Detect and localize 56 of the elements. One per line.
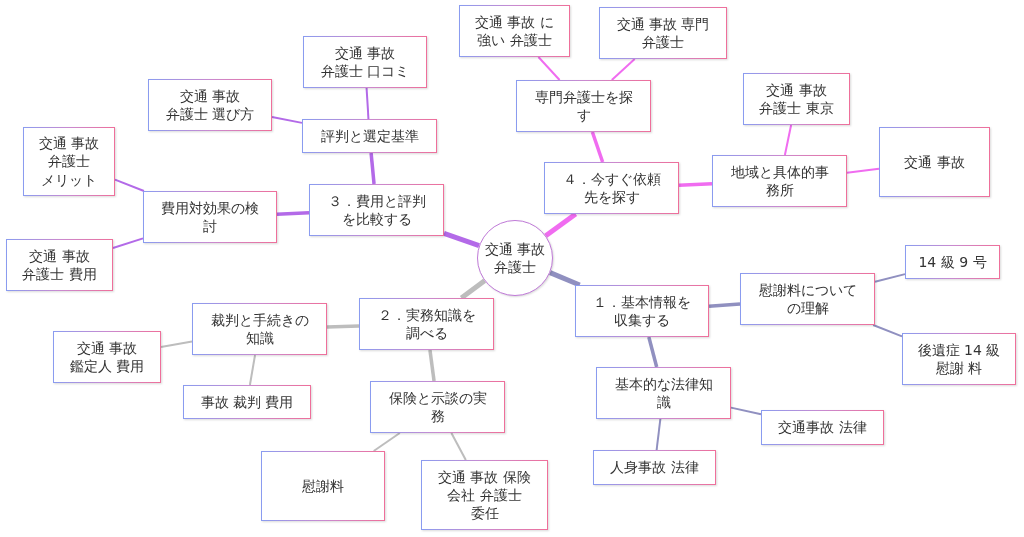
topic-box: 慰謝料についての理解 <box>740 273 875 325</box>
connector-line <box>647 336 659 368</box>
connector-line <box>114 178 145 192</box>
topic-box: 人身事故 法律 <box>593 450 716 485</box>
central-topic-circle: 交通 事故弁護士 <box>477 220 553 296</box>
topic-box: 慰謝料 <box>261 451 385 521</box>
connector-line <box>730 406 762 416</box>
connector-line <box>459 278 487 300</box>
topic-box: ４．今すぐ依頼先を探す <box>544 162 679 214</box>
connector-line <box>372 432 401 452</box>
connector-line <box>428 349 436 382</box>
connector-line <box>708 302 741 308</box>
topic-box: 交通 事故 保険会社 弁護士委任 <box>421 460 548 530</box>
topic-box: ３．費用と評判を比較する <box>309 184 444 236</box>
connector-line <box>326 324 360 329</box>
topic-box: 基本的な法律知識 <box>596 367 731 419</box>
connector-line <box>160 340 193 349</box>
topic-box: 交通 事故弁護士 口コミ <box>303 36 427 88</box>
connector-line <box>112 237 144 249</box>
connector-line <box>783 124 793 156</box>
connector-line <box>872 324 903 338</box>
connector-line <box>655 418 662 451</box>
topic-box: 地域と具体的事務所 <box>712 155 847 207</box>
connector-line <box>610 58 636 81</box>
topic-box: 事故 裁判 費用 <box>183 385 311 419</box>
connector-line <box>537 56 561 81</box>
topic-box: 交通 事故弁護士 選び方 <box>148 79 272 131</box>
connector-line <box>365 87 370 120</box>
topic-box: 後遺症 14 級慰謝 料 <box>902 333 1016 385</box>
topic-box: １．基本情報を収集する <box>575 285 709 337</box>
topic-box: 専門弁護士を探す <box>516 80 651 132</box>
topic-box: ２．実務知識を調べる <box>359 298 494 350</box>
connector-line <box>549 270 581 288</box>
topic-box: 保険と示談の実務 <box>370 381 505 433</box>
connector-line <box>590 131 605 163</box>
topic-box: 交通 事故鑑定人 費用 <box>53 331 161 383</box>
connector-line <box>248 354 257 386</box>
connector-line <box>271 116 303 124</box>
topic-box: 交通 事故弁護士メリット <box>23 127 115 196</box>
topic-box: 14 級 9 号 <box>905 245 1000 279</box>
topic-box: 交通 事故 <box>879 127 990 197</box>
topic-box: 交通 事故弁護士 東京 <box>743 73 850 125</box>
topic-box: 交通 事故弁護士 費用 <box>6 239 113 291</box>
topic-box: 交通 事故 専門弁護士 <box>599 7 727 59</box>
topic-box: 評判と選定基準 <box>302 119 437 153</box>
connector-line <box>450 432 467 461</box>
connector-line <box>276 211 310 216</box>
topic-box: 交通事故 法律 <box>761 410 884 445</box>
connector-line <box>846 167 880 174</box>
topic-box: 費用対効果の検討 <box>143 191 277 243</box>
connector-line <box>369 152 376 185</box>
connector-line <box>874 273 906 283</box>
topic-box: 交通 事故 に強い 弁護士 <box>459 5 570 57</box>
connector-line <box>443 231 480 248</box>
topic-box: 裁判と手続きの知識 <box>192 303 327 355</box>
connector-line <box>678 182 713 187</box>
